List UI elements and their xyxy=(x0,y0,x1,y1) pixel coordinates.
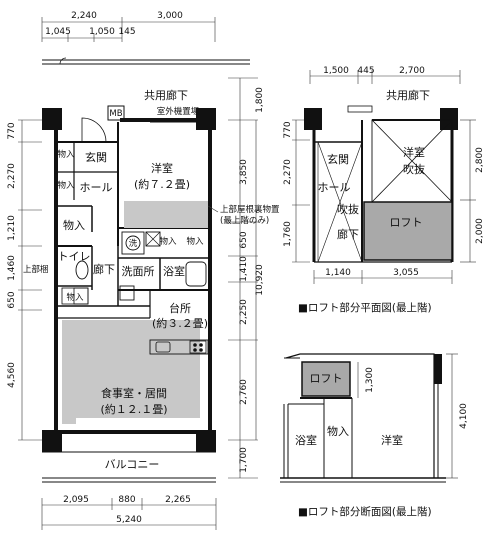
loft-loft-label: ロフト xyxy=(390,216,423,229)
loft-dim-top-1500: 1,500 xyxy=(323,66,349,76)
dim-right-1800: 1,800 xyxy=(255,87,265,113)
dim-top-1045: 1,045 xyxy=(45,27,71,37)
storage-label-1a: 物入 xyxy=(57,149,75,160)
dim-left-770: 770 xyxy=(7,122,17,139)
main-top-dimensions: 2,240 3,000 1,045 1,050 145 xyxy=(41,11,250,65)
dim-top-145: 145 xyxy=(118,27,135,37)
storage-label-3: 物入 xyxy=(63,218,85,232)
section-bath-label: 浴室 xyxy=(295,433,317,447)
section-storage-label: 物入 xyxy=(327,424,349,438)
dim-bottom-2265: 2,265 xyxy=(165,495,191,505)
dim-left-1210: 1,210 xyxy=(7,215,17,241)
storage-label-2: 物入 xyxy=(57,180,75,191)
roof-storage-note: (最上階のみ) xyxy=(220,215,269,226)
kitchen-label: 台所 xyxy=(169,301,191,315)
roof-storage-area xyxy=(124,201,208,228)
outdoor-unit-label: 室外機置場 xyxy=(157,106,200,117)
dim-left-2270: 2,270 xyxy=(7,163,17,189)
main-left-dimensions: 770 2,270 1,210 1,460 650 4,560 xyxy=(7,119,42,441)
dim-bottom-880: 880 xyxy=(118,495,135,505)
storage-label-5: 物入 xyxy=(159,236,177,247)
loft-dim-left-2270: 2,270 xyxy=(283,159,293,185)
bath-label: 浴室 xyxy=(163,264,185,278)
loft-dim-left-1760: 1,760 xyxy=(283,221,293,247)
loft-dim-top-2700: 2,700 xyxy=(399,66,425,76)
roof-storage-label: 上部屋根裏物置 xyxy=(220,204,280,215)
section-western-label: 洋室 xyxy=(381,433,403,447)
dim-left-4560: 4,560 xyxy=(7,362,17,388)
western-room-label: 洋室 xyxy=(151,161,173,175)
dim-bottom-2095: 2,095 xyxy=(63,495,89,505)
genkan-label: 玄関 xyxy=(85,150,107,164)
dim-top-2240: 2,240 xyxy=(71,11,97,21)
loft-corridor-label: 共用廊下 xyxy=(386,88,430,102)
hallway-label: 廊下 xyxy=(93,262,115,276)
western-room-size: (約７.２畳) xyxy=(134,177,190,191)
mb-label: MB xyxy=(109,109,122,119)
dim-left-650: 650 xyxy=(7,291,17,308)
dim-right-1700: 1,700 xyxy=(239,447,249,473)
dim-left-1460: 1,460 xyxy=(7,255,17,281)
loft-hallway-label: 廊下 xyxy=(337,227,359,241)
living-label: 食事室・居間 xyxy=(101,386,167,400)
loft-dim-right-2000: 2,000 xyxy=(475,218,485,244)
dim-bottom-5240: 5,240 xyxy=(116,515,142,525)
loft-plan: 1,500 445 2,700 共用廊下 770 2,270 1,760 2,8… xyxy=(283,66,485,314)
storage-label-6: 物入 xyxy=(186,236,204,247)
dim-right-650: 650 xyxy=(239,231,249,248)
balcony-label: バルコニー xyxy=(105,458,160,471)
dim-right-10920: 10,920 xyxy=(255,264,265,296)
section-dim-1300: 1,300 xyxy=(365,367,375,393)
section-loft-label: ロフト xyxy=(310,372,343,385)
loft-dim-top-445: 445 xyxy=(357,66,374,76)
washroom-label: 洗面所 xyxy=(122,265,155,278)
dim-right-2760: 2,760 xyxy=(239,379,249,405)
main-bottom-dimensions: 2,095 880 2,265 5,240 xyxy=(41,495,217,530)
dim-top-3000: 3,000 xyxy=(157,11,183,21)
toilet-label: トイレ xyxy=(58,250,91,263)
dim-right-1410: 1,410 xyxy=(239,256,249,282)
section-dim-4100: 4,100 xyxy=(459,403,469,429)
loft-area-section xyxy=(302,362,350,396)
hall-label: ホール xyxy=(80,181,113,194)
living-area-shade xyxy=(68,320,200,418)
loft-western-label: 洋室 xyxy=(403,145,425,159)
loft-above-label: 上部梱 xyxy=(23,264,49,275)
storage-label-4: 物入 xyxy=(66,292,84,303)
kitchen-size: (約３.２畳) xyxy=(152,316,208,330)
loft-genkan-label: 玄関 xyxy=(327,152,349,166)
loft-hall-label: ホール xyxy=(318,181,351,194)
loft-area-plan xyxy=(364,202,452,260)
living-size: (約１２.１畳) xyxy=(100,402,167,416)
main-right-dimensions: 1,800 3,850 650 1,410 10,920 2,250 2,760… xyxy=(228,77,265,479)
loft-dim-left-770: 770 xyxy=(283,121,293,138)
loft-dim-bottom-3055: 3,055 xyxy=(393,268,419,278)
dim-top-1050: 1,050 xyxy=(89,27,115,37)
loft-dim-right-2800: 2,800 xyxy=(475,147,485,173)
main-plan: MB 室外機置場 洗 xyxy=(42,105,280,483)
washer-mark: 洗 xyxy=(129,238,138,249)
loft-dim-bottom-1140: 1,140 xyxy=(325,268,351,278)
loft-plan-caption: ■ロフト部分平面図(最上階) xyxy=(298,301,432,314)
common-corridor-label: 共用廊下 xyxy=(144,88,188,102)
loft-section: ロフト 1,300 4,100 浴室 物入 洋室 ■ロフト部分断面図(最上階) xyxy=(280,353,469,518)
dim-right-2250: 2,250 xyxy=(239,299,249,325)
section-caption: ■ロフト部分断面図(最上階) xyxy=(298,505,432,518)
loft-void-label-right: 吹抜 xyxy=(403,162,425,176)
dim-right-3850: 3,850 xyxy=(239,159,249,185)
loft-void-label-left: 吹抜 xyxy=(337,202,359,216)
